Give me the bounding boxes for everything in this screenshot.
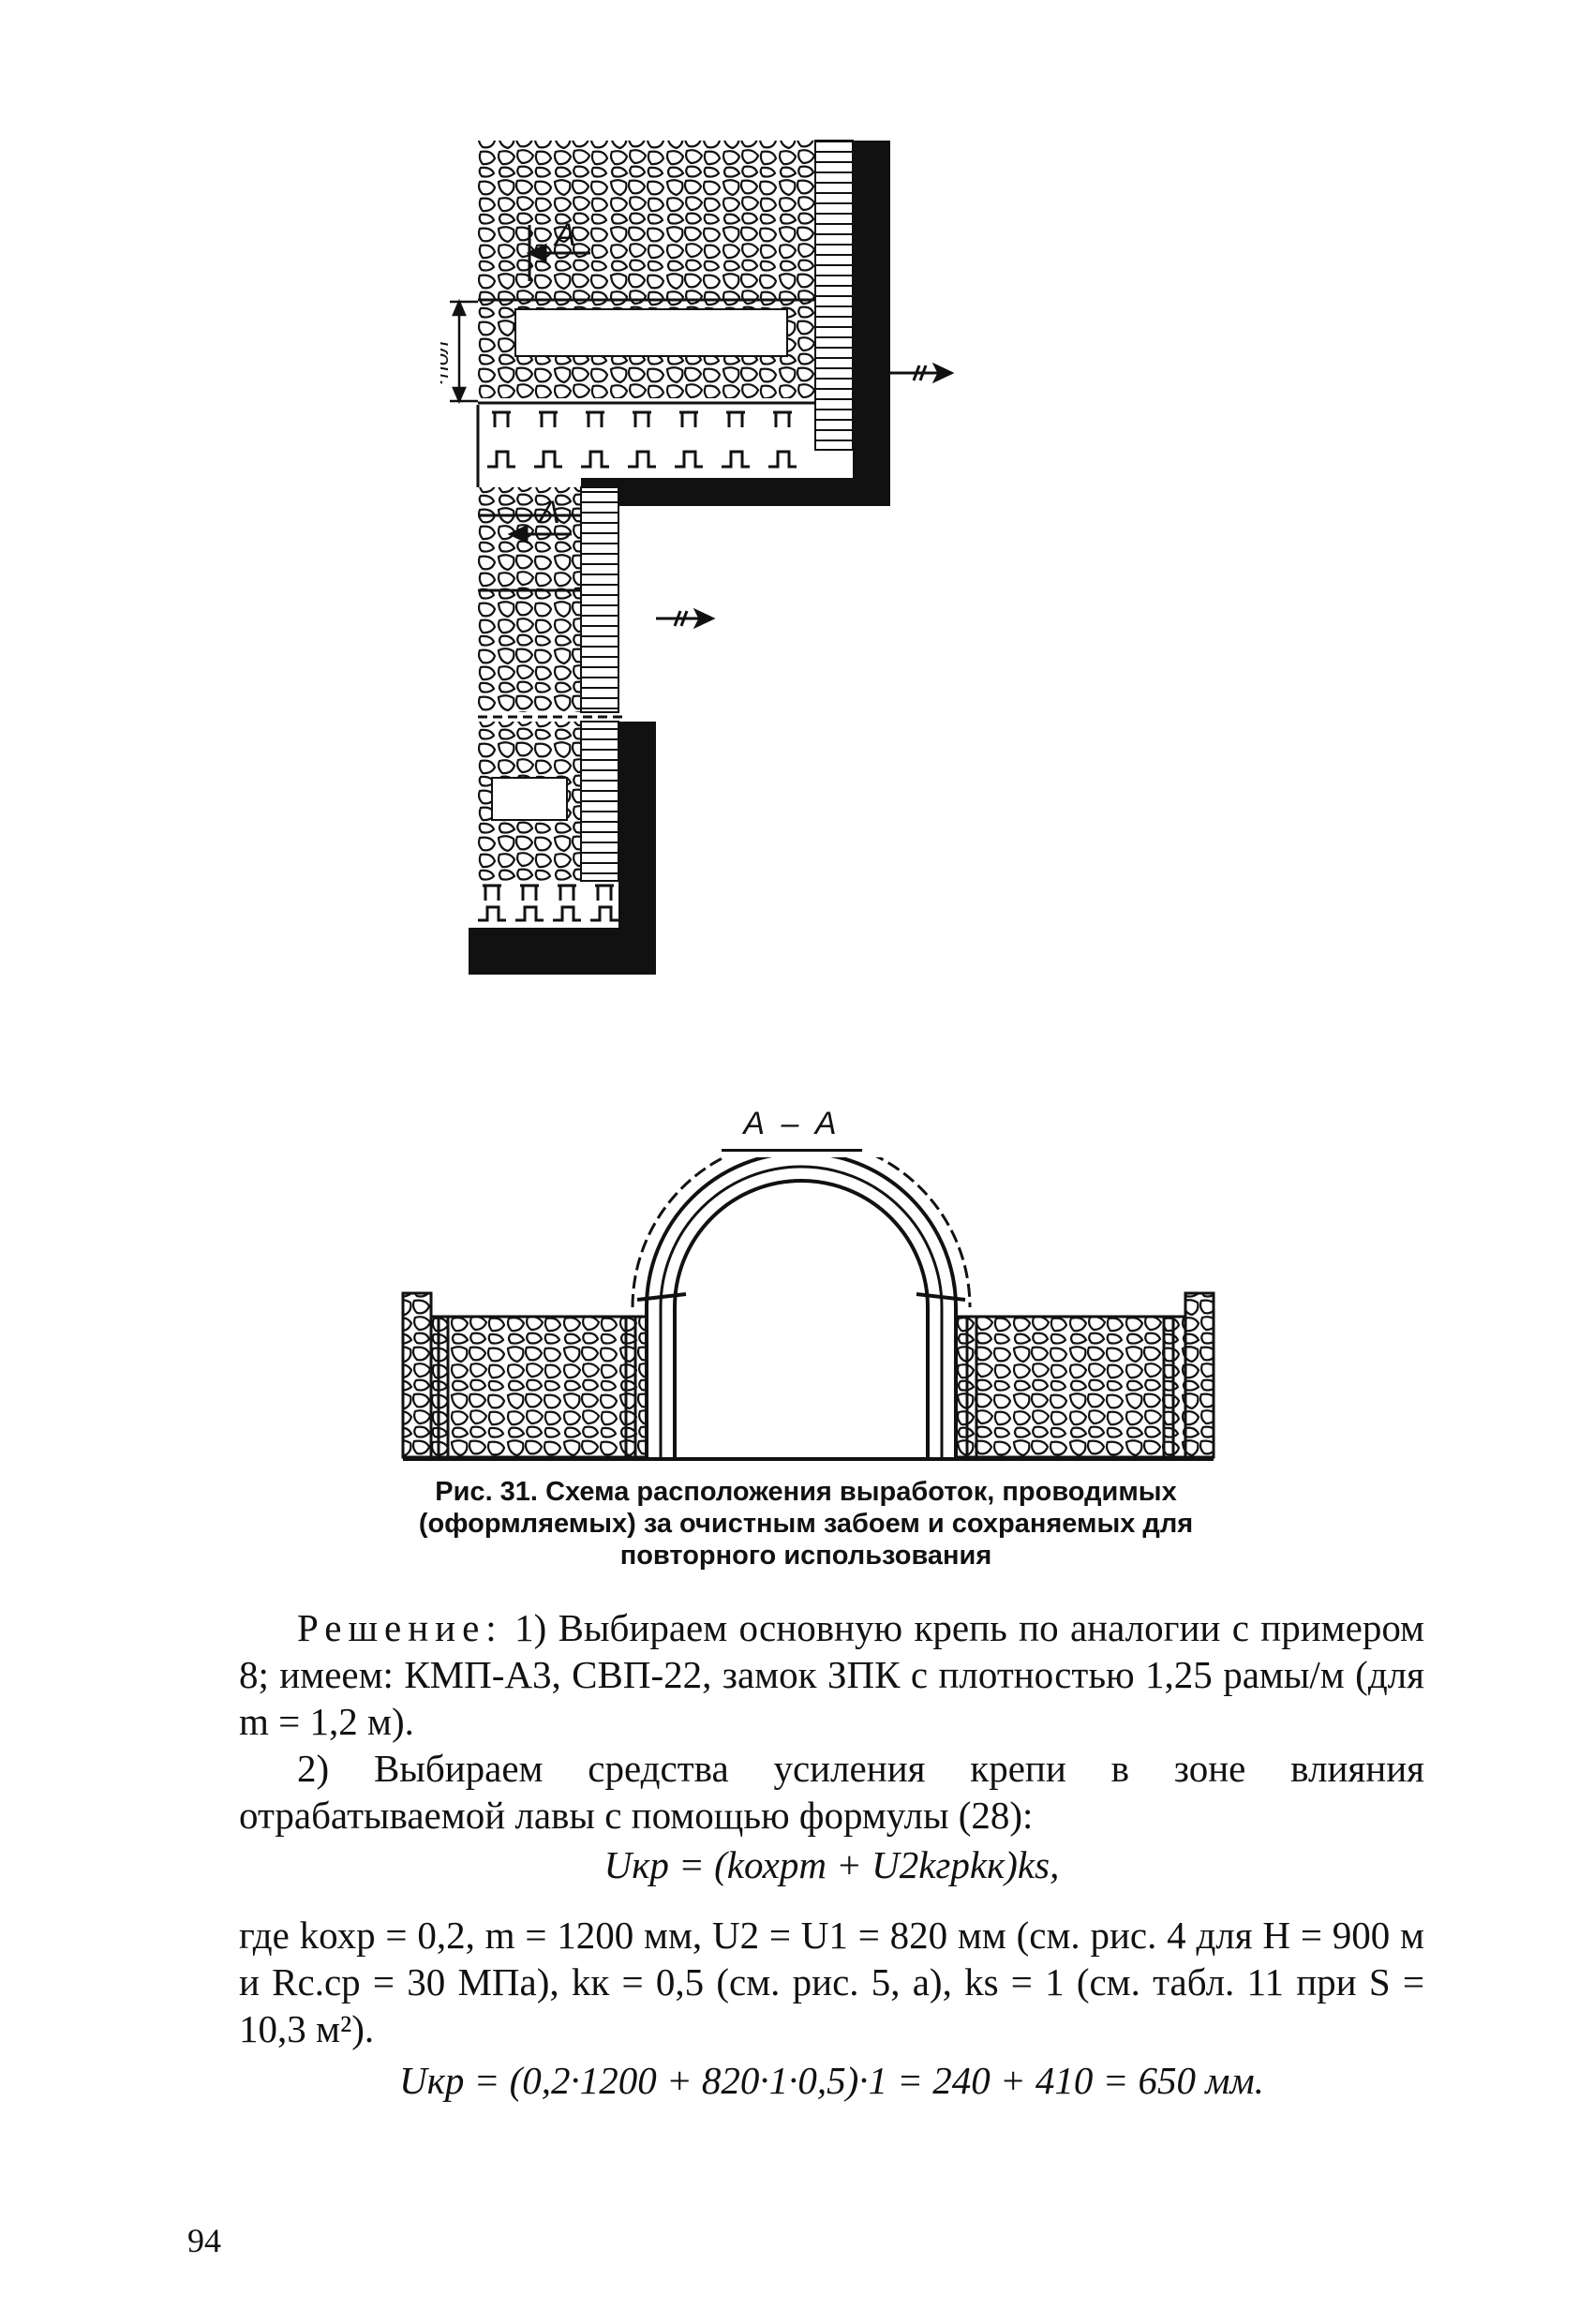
formula-1: Uкр = (kохрm + U2kгрkк)ks,	[603, 1843, 1060, 1886]
formula-2: Uкр = (0,2·1200 + 820·1·0,5)·1 = 240 + 4…	[399, 2059, 1264, 2102]
upper-brick-column	[814, 140, 854, 451]
lpol-dimension	[450, 298, 478, 405]
section-arch-inner	[673, 1179, 930, 1457]
upper-tunnel-opening	[514, 308, 788, 357]
cut-marker-upper	[526, 225, 590, 281]
figure-caption: Рис. 31. Схема расположения выработок, п…	[370, 1476, 1242, 1572]
section-right-wall	[954, 1315, 1192, 1459]
figure-plan-diagram: A A lпол	[440, 140, 955, 975]
solution-paragraph-2: 2) Выбираем средства усиления крепи в зо…	[239, 1747, 1424, 1837]
section-right-edge	[1184, 1291, 1215, 1459]
upper-support-row	[476, 405, 797, 487]
upper-flow-arrow	[890, 362, 955, 384]
section-arch-mid	[659, 1165, 944, 1457]
section-label: А – А	[743, 1106, 841, 1141]
cut-marker-lower	[507, 524, 572, 544]
section-arch-lagging	[631, 1157, 972, 1308]
section-supports	[437, 1317, 1175, 1457]
lower-support-row	[478, 884, 618, 922]
section-left-wall	[410, 1315, 648, 1459]
lpol-label: lпол	[440, 340, 454, 384]
figure-section-diagram	[401, 1157, 1215, 1461]
figure-number: Рис. 31.	[435, 1477, 538, 1507]
solution-heading: Решение:	[297, 1606, 503, 1649]
lower-tunnel-opening	[491, 777, 568, 821]
solution-paragraph-1: Решение: 1) Выбираем основную крепь по а…	[239, 1604, 1424, 1745]
lower-coal-pillar	[469, 722, 656, 975]
figure-caption-text: Схема расположения выработок, проводимых…	[418, 1477, 1194, 1571]
lower-brick-column	[580, 721, 619, 882]
page-number: 94	[187, 2222, 221, 2259]
section-underline	[722, 1149, 862, 1152]
section-arch-outer	[645, 1157, 958, 1457]
section-left-edge	[401, 1291, 433, 1459]
cut-label-upper: A	[553, 217, 576, 253]
upper-goaf	[478, 141, 815, 253]
middle-flow-arrow	[656, 607, 716, 630]
solution-paragraph-3: где kохр = 0,2, m = 1200 мм, U2 = U1 = 8…	[239, 1914, 1424, 2050]
solution-paragraph-1-text: 1) Выбираем основную крепь по аналогии с…	[239, 1606, 1424, 1743]
middle-brick-column	[580, 486, 619, 713]
cut-label-lower: A	[537, 495, 560, 530]
